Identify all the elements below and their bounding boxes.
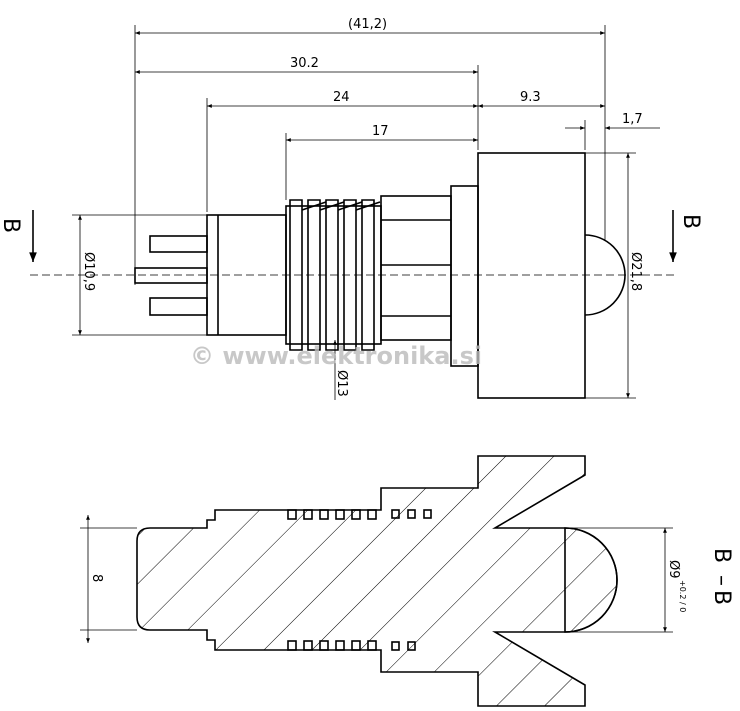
dim-1-7: 1,7 [622, 112, 643, 127]
dim-9: 9.3 [520, 90, 541, 105]
section-view-b-b [136, 455, 618, 707]
dim-17: 17 [372, 124, 389, 139]
section-label-dash: – [709, 575, 734, 586]
side-view [29, 152, 678, 399]
dim-section-width: 8 [89, 574, 104, 582]
dim-dia-front: Ø21,8 [628, 252, 643, 291]
section-label-top: B [709, 548, 734, 563]
dim-dia-thread: Ø13 [334, 370, 349, 397]
dim-overall: (41,2) [348, 17, 387, 32]
section-marker-left: B [0, 218, 23, 233]
section-label-bottom: B [709, 590, 734, 605]
dimension-lines [72, 25, 673, 643]
dim-30: 30.2 [290, 56, 319, 71]
watermark: © www.elektronika.si [190, 342, 482, 370]
dim-dia-back: Ø10,9 [81, 252, 96, 291]
section-marker-right: B [678, 214, 703, 229]
dim-24: 24 [333, 90, 350, 105]
dim-dia-lens-tol: +0.2 / 0 [678, 580, 687, 612]
dim-dia-lens: Ø9 [666, 560, 681, 579]
